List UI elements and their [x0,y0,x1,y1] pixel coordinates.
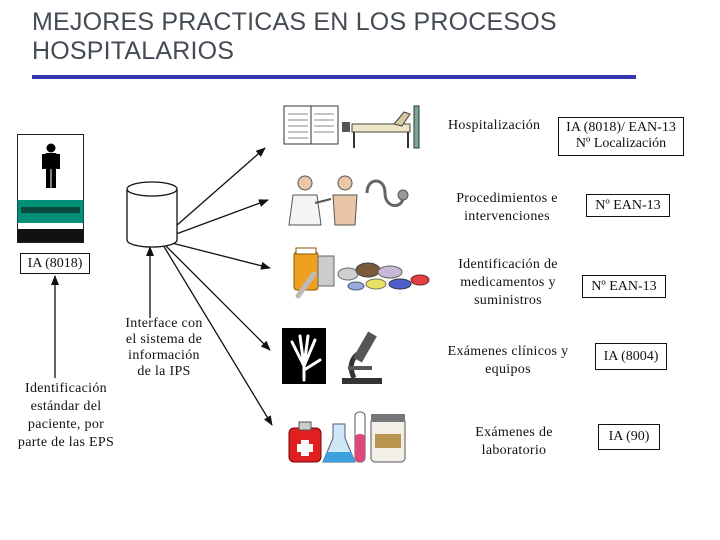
process-label-line: intervenciones [464,209,550,224]
lab-flasks-icon [288,411,406,463]
code-box-medicamentos: Nº EAN-13 [582,275,666,298]
interface-caption-line: información [128,348,200,363]
xray-microscope-icon [282,328,382,384]
process-label-line: Exámenes de [475,425,553,440]
process-label-procedimientos: Procedimientos e intervenciones [444,190,570,226]
process-label-line: medicamentos y [460,275,556,290]
interface-caption-line: Interface con [125,316,203,331]
medication-pills-icon [293,247,430,299]
page-title: MEJORES PRACTICAS EN LOS PROCESOS HOSPIT… [32,8,672,66]
code-line: IA (8004) [603,349,659,364]
process-label-line: Procedimientos e [456,191,558,206]
interface-caption-line: el sistema de [125,332,203,347]
patient-caption-line: parte de las EPS [17,435,115,450]
patient-caption-line: paciente, por [27,417,105,432]
interface-caption: Interface con el sistema de información … [114,316,214,380]
arrow-to-laboratorio [159,239,273,426]
arrow-to-examenes-clinicos [159,239,271,351]
patient-caption-line: estándar del [30,399,102,414]
process-label-line: suministros [474,293,542,308]
patient-caption-line: Identificación [25,381,107,396]
database-icon [126,181,178,248]
process-label-line: equipos [485,362,531,377]
process-label-line: Exámenes clínicos y [447,344,569,359]
process-label-medicamentos: Identificación de medicamentos y suminis… [444,256,572,310]
code-box-hospitalizacion: IA (8018)/ EAN-13 Nº Localización [558,117,684,156]
title-line-1: MEJORES PRACTICAS EN LOS PROCESOS [32,8,557,36]
process-label-line: Hospitalización [448,118,541,133]
code-line: IA (8018)/ EAN-13 [566,120,676,135]
code-line: IA (90) [608,429,650,444]
title-underline [32,75,636,79]
code-line: Nº EAN-13 [595,198,661,213]
patient-id-card-icon [17,134,84,243]
code-box-examenes-clinicos: IA (8004) [595,343,667,370]
patient-caption: Identificación estándar del paciente, po… [2,380,130,452]
process-label-line: laboratorio [481,443,547,458]
code-box-procedimientos: Nº EAN-13 [586,194,670,217]
title-line-2: HOSPITALARIOS [32,37,235,65]
arrow-to-procedimientos [159,199,269,241]
process-label-line: Identificación de [458,257,558,272]
hospital-bed-icon [283,105,420,149]
process-label-examenes-clinicos: Exámenes clínicos y equipos [434,343,582,379]
doctor-stethoscope-icon [288,175,409,226]
patient-id-code-box: IA (8018) [20,253,90,274]
interface-caption-line: de la IPS [137,364,191,379]
process-label-laboratorio: Exámenes de laboratorio [458,424,570,460]
arrow-to-medicamentos [159,239,271,270]
code-line: Nº EAN-13 [591,279,657,294]
code-box-laboratorio: IA (90) [598,424,660,450]
process-label-hospitalizacion: Hospitalización [448,118,556,134]
code-line: Nº Localización [575,136,667,151]
